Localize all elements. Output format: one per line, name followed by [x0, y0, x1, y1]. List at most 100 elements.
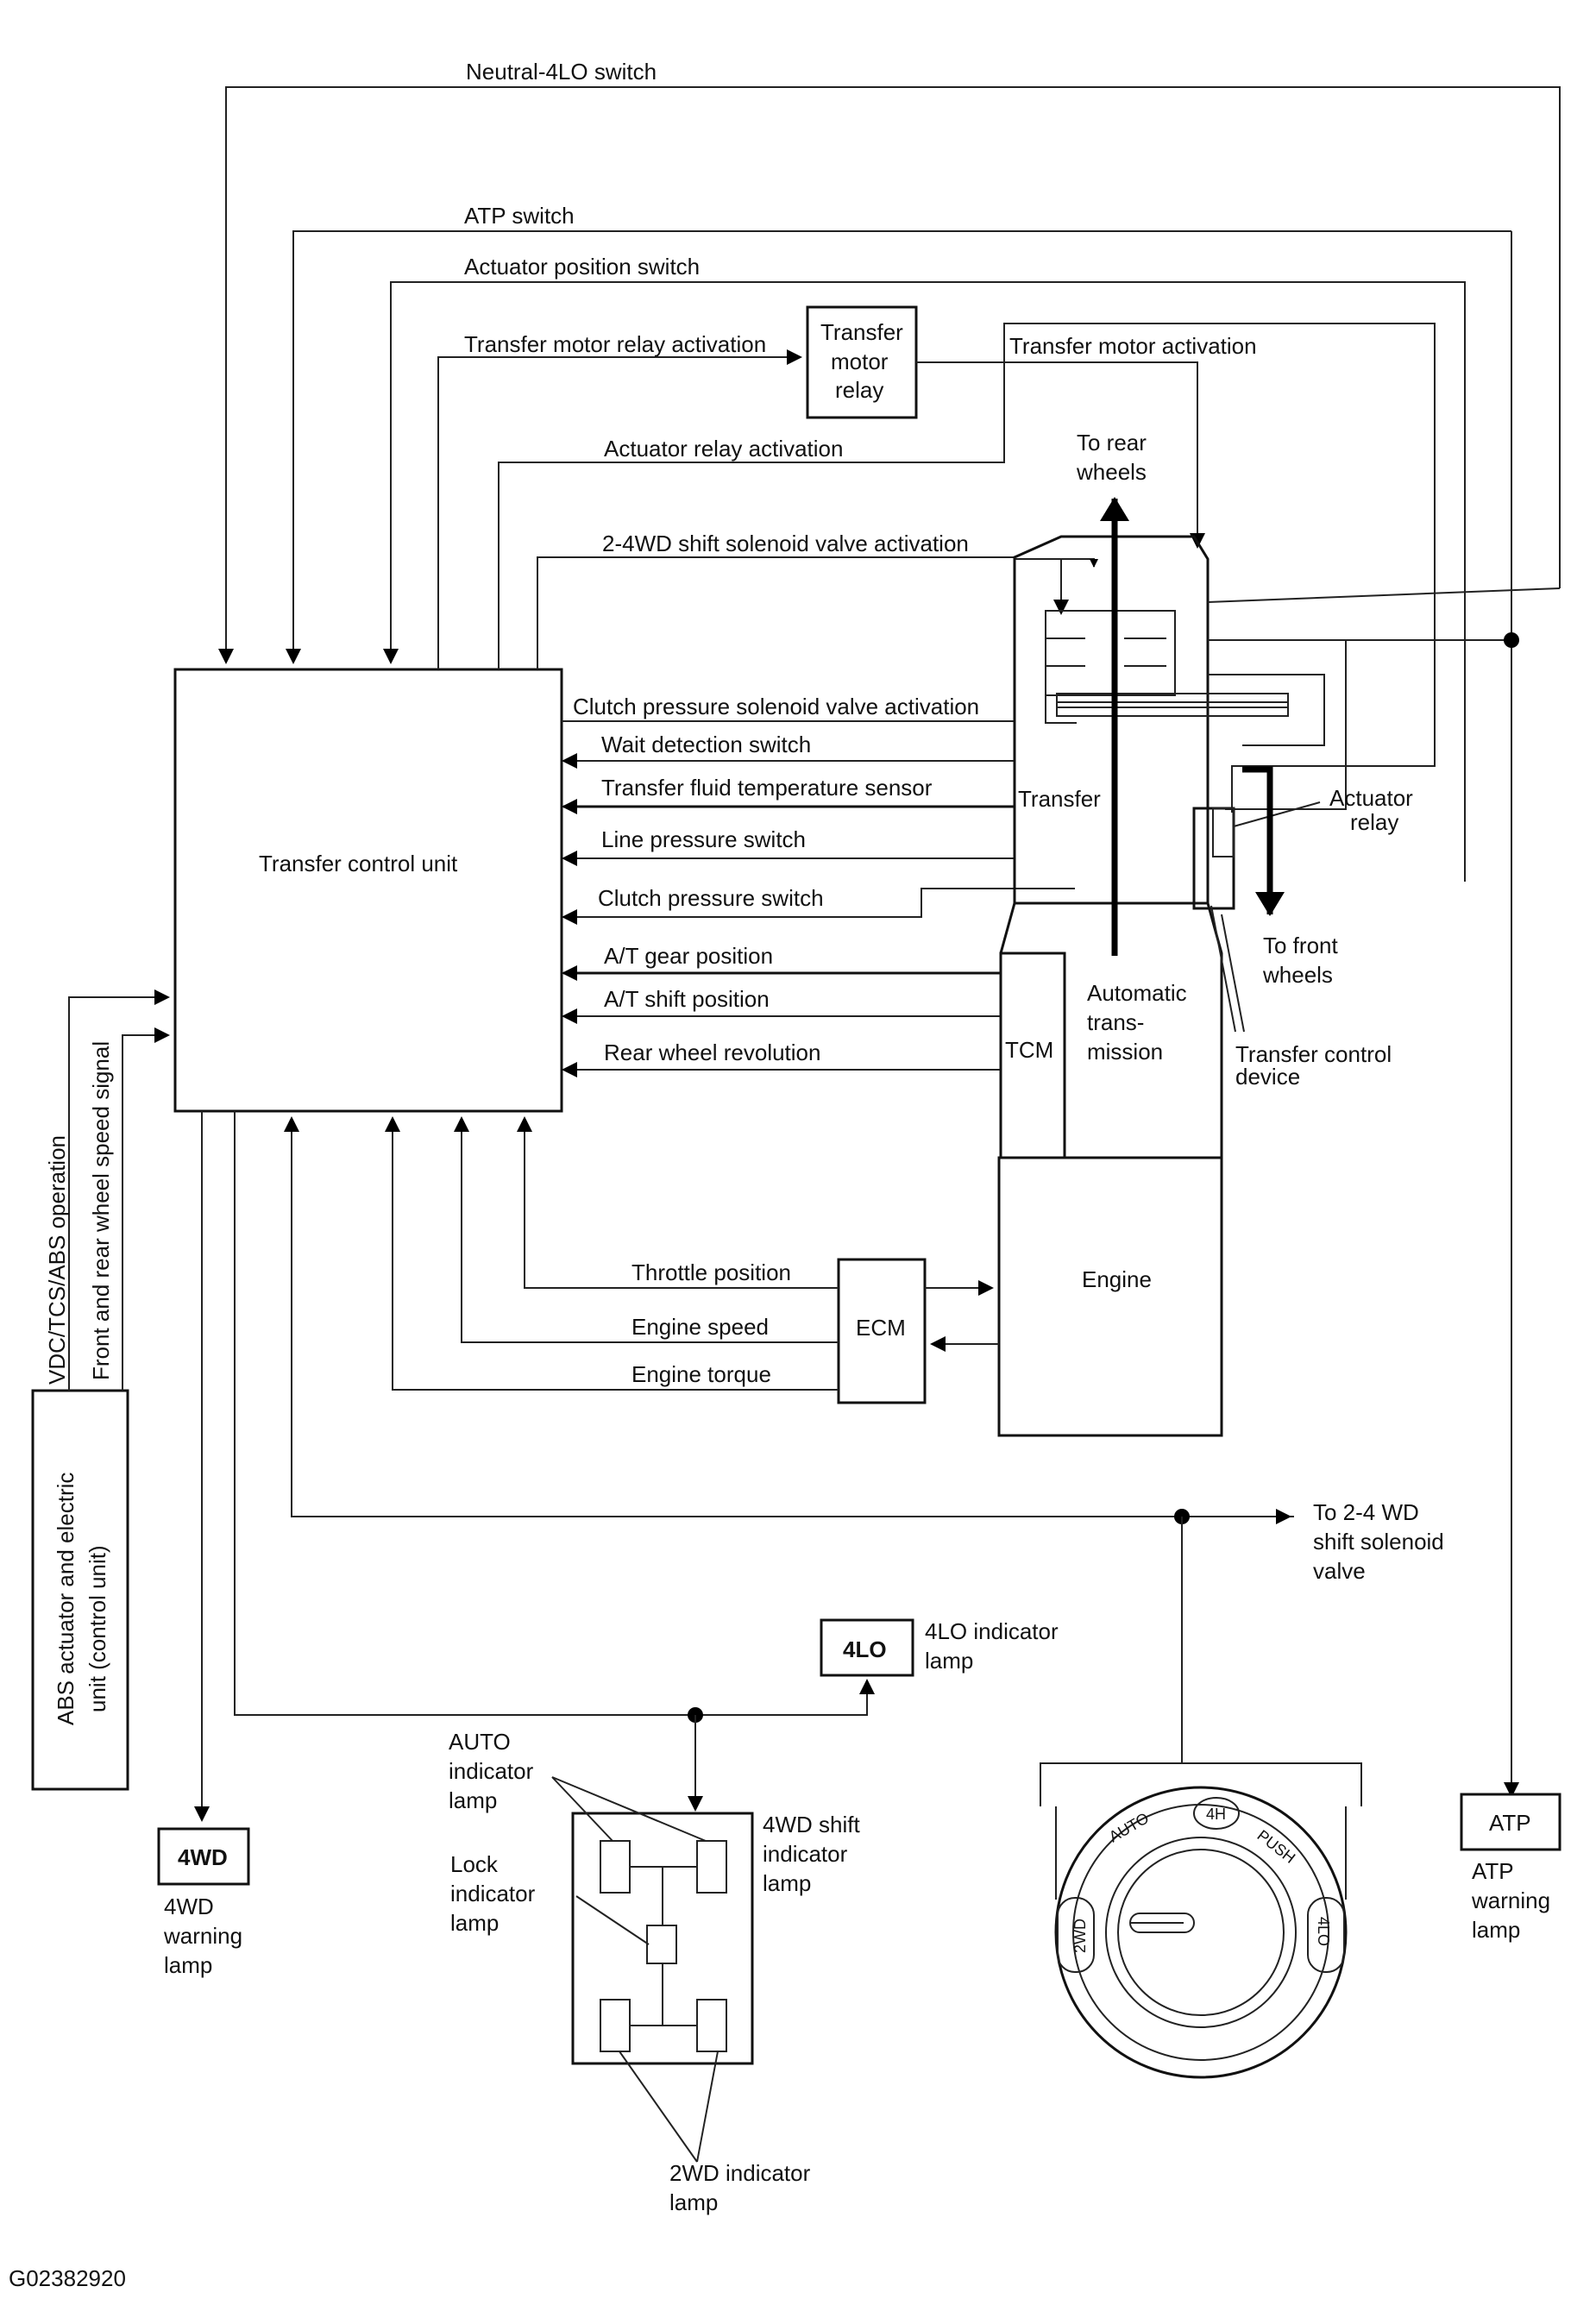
throttle-position-label: Throttle position [631, 1259, 791, 1285]
twowd-indicator-callout: 2WD indicator lamp [619, 2051, 811, 2215]
atp-lamp-line [1504, 231, 1519, 1798]
transfer-control-device: Transfer control device [1210, 905, 1392, 1090]
wheel-speed-line: Front and rear wheel speed signal [88, 1027, 170, 1391]
dial-position-push: PUSH [1254, 1826, 1299, 1867]
engine: Engine [997, 1156, 1223, 1437]
actuator-position-switch-line: Actuator position switch [383, 254, 1466, 882]
twowd-indicator-right [696, 1999, 727, 2052]
dial-position-2wd: 2WD [1057, 1897, 1095, 1973]
dial-label-2wd: 2WD [1071, 1919, 1089, 1953]
neutral-4lo-switch-line: Neutral-4LO switch [218, 59, 1561, 664]
transfer-control-unit-label: Transfer control unit [259, 851, 458, 876]
at-shift-position-label: A/T shift position [604, 986, 770, 1012]
indicator-panel [571, 1812, 754, 2065]
ecm-label: ECM [856, 1315, 906, 1341]
four-wd-switch: 2WD AUTO 4H PUSH 4LO [1040, 1762, 1362, 2079]
warning-4wd-lamp: 4WD 4WD warning lamp [157, 1827, 250, 1978]
at-gear-position-label: A/T gear position [604, 943, 773, 969]
lock-indicator-callout: Lock indicator lamp [450, 1851, 650, 1945]
fluid-temp-label: Transfer fluid temperature sensor [601, 775, 933, 801]
transfer-motor-relay-label-1: Transfer [820, 319, 903, 345]
dial-position-4h: 4H [1193, 1797, 1240, 1830]
shift-solenoid-activation-line: 2-4WD shift solenoid valve activation [537, 531, 1069, 669]
transfer-control-device-label-2: device [1235, 1064, 1300, 1090]
transfer-label: Transfer [1018, 786, 1101, 812]
dial-label-4lo: 4LO [1315, 1917, 1332, 1946]
wait-detection-label: Wait detection switch [601, 732, 811, 757]
atp-switch-line: ATP switch [286, 203, 1511, 664]
shift-lamp-label-2: indicator [763, 1841, 848, 1867]
rear-wheel-revolution-label: Rear wheel revolution [604, 1040, 820, 1065]
auto-lamp-label-2: indicator [449, 1758, 534, 1784]
wait-detection-line: Wait detection switch [562, 732, 1015, 769]
lamp-4lo-label-2: lamp [925, 1648, 973, 1674]
transfer-control-device-label-1: Transfer control [1235, 1041, 1392, 1067]
lock-indicator [646, 1925, 677, 1964]
transfer-control-unit: Transfer control unit [173, 668, 563, 1113]
to-shift-solenoid-label-3: valve [1313, 1558, 1366, 1584]
actuator-relay-activation-label: Actuator relay activation [604, 436, 843, 462]
auto-trans-label-3: mission [1087, 1039, 1163, 1065]
transfer-motor-relay-activation-label: Transfer motor relay activation [464, 331, 766, 357]
to-rear-wheels-label-2: wheels [1076, 459, 1147, 485]
engine-label: Engine [1082, 1266, 1152, 1292]
dial-label-auto: AUTO [1106, 1809, 1152, 1845]
abs-actuator-unit: ABS actuator and electric unit (control … [31, 1389, 129, 1791]
shift-indicator-callout: 4WD shift indicator lamp [763, 1812, 860, 1896]
dial-position-auto: AUTO [1106, 1809, 1152, 1845]
atp-switch-label: ATP switch [464, 203, 575, 229]
rear-wheel-revolution-line: Rear wheel revolution [562, 1040, 1001, 1077]
transfer-motor-activation-line: Transfer motor activation [916, 333, 1257, 549]
neutral-4lo-switch-label: Neutral-4LO switch [466, 59, 657, 85]
actuator-relay-activation-line: Actuator relay activation [498, 323, 1436, 813]
auto-indicator-left [600, 1840, 631, 1894]
badge-4lo: 4LO [843, 1636, 887, 1662]
warn-4wd-label-2: warning [163, 1923, 242, 1949]
dial-label-push: PUSH [1254, 1826, 1299, 1867]
at-gear-position-line: A/T gear position [562, 943, 1001, 981]
clutch-pressure-solenoid-label: Clutch pressure solenoid valve activatio… [573, 694, 979, 719]
transfer-motor-relay-label-2: motor [831, 349, 889, 374]
actuator-relay-label-1: Actuator [1329, 785, 1413, 811]
fluid-temp-line: Transfer fluid temperature sensor [562, 775, 1015, 814]
auto-lamp-label-1: AUTO [449, 1729, 511, 1755]
vdc-tcs-abs-line: VDC/TCS/ABS operation [44, 989, 170, 1391]
warn-4wd-label-1: 4WD [164, 1894, 214, 1919]
rear-wheels-power-arrow: To rear wheels [1076, 430, 1147, 956]
shift-lamp-label-1: 4WD shift [763, 1812, 860, 1837]
to-front-wheels-label-1: To front [1263, 933, 1338, 958]
dial-position-4lo: 4LO [1307, 1897, 1345, 1973]
actuator-relay: Actuator relay [1192, 785, 1413, 910]
transfer-case: Transfer [1013, 535, 1561, 905]
indicator-4lo-lamp: 4LO 4LO indicator lamp [820, 1618, 1059, 1677]
to-shift-solenoid-label-1: To 2-4 WD [1313, 1499, 1419, 1525]
atp-lamp-label-1: ATP [1472, 1858, 1514, 1884]
twowd-lamp-label-2: lamp [669, 2189, 718, 2215]
engine-speed-line: Engine speed [454, 1116, 839, 1343]
wheel-speed-label: Front and rear wheel speed signal [88, 1041, 114, 1380]
vdc-tcs-abs-label: VDC/TCS/ABS operation [44, 1135, 70, 1385]
engine-speed-label: Engine speed [631, 1314, 769, 1340]
abs-unit-label-2: unit (control unit) [85, 1545, 110, 1712]
dial-label-4h: 4H [1206, 1806, 1226, 1823]
shift-solenoid-activation-label: 2-4WD shift solenoid valve activation [602, 531, 969, 556]
line-pressure-label: Line pressure switch [601, 826, 806, 852]
warn-4wd-label-3: lamp [164, 1952, 212, 1978]
badge-atp: ATP [1489, 1810, 1531, 1836]
front-wheels-power-arrow: To front wheels [1242, 766, 1338, 988]
engine-torque-line: Engine torque [385, 1116, 839, 1391]
transfer-motor-relay: Transfer motor relay [806, 305, 918, 419]
lamp-4lo-label-1: 4LO indicator [925, 1618, 1059, 1644]
atp-lamp-label-2: warning [1471, 1887, 1550, 1913]
to-shift-solenoid-label-2: shift solenoid [1313, 1529, 1444, 1555]
to-rear-wheels-label-1: To rear [1077, 430, 1147, 455]
shift-lamp-label-3: lamp [763, 1870, 811, 1896]
auto-indicator-right [696, 1840, 727, 1894]
lock-lamp-label-2: indicator [450, 1881, 536, 1906]
engine-torque-label: Engine torque [631, 1361, 771, 1387]
to-front-wheels-label-2: wheels [1262, 962, 1333, 988]
atp-lamp-label-3: lamp [1472, 1917, 1520, 1943]
ecm: ECM [837, 1258, 927, 1404]
automatic-transmission: TCM Automatic trans- mission [999, 901, 1223, 1159]
